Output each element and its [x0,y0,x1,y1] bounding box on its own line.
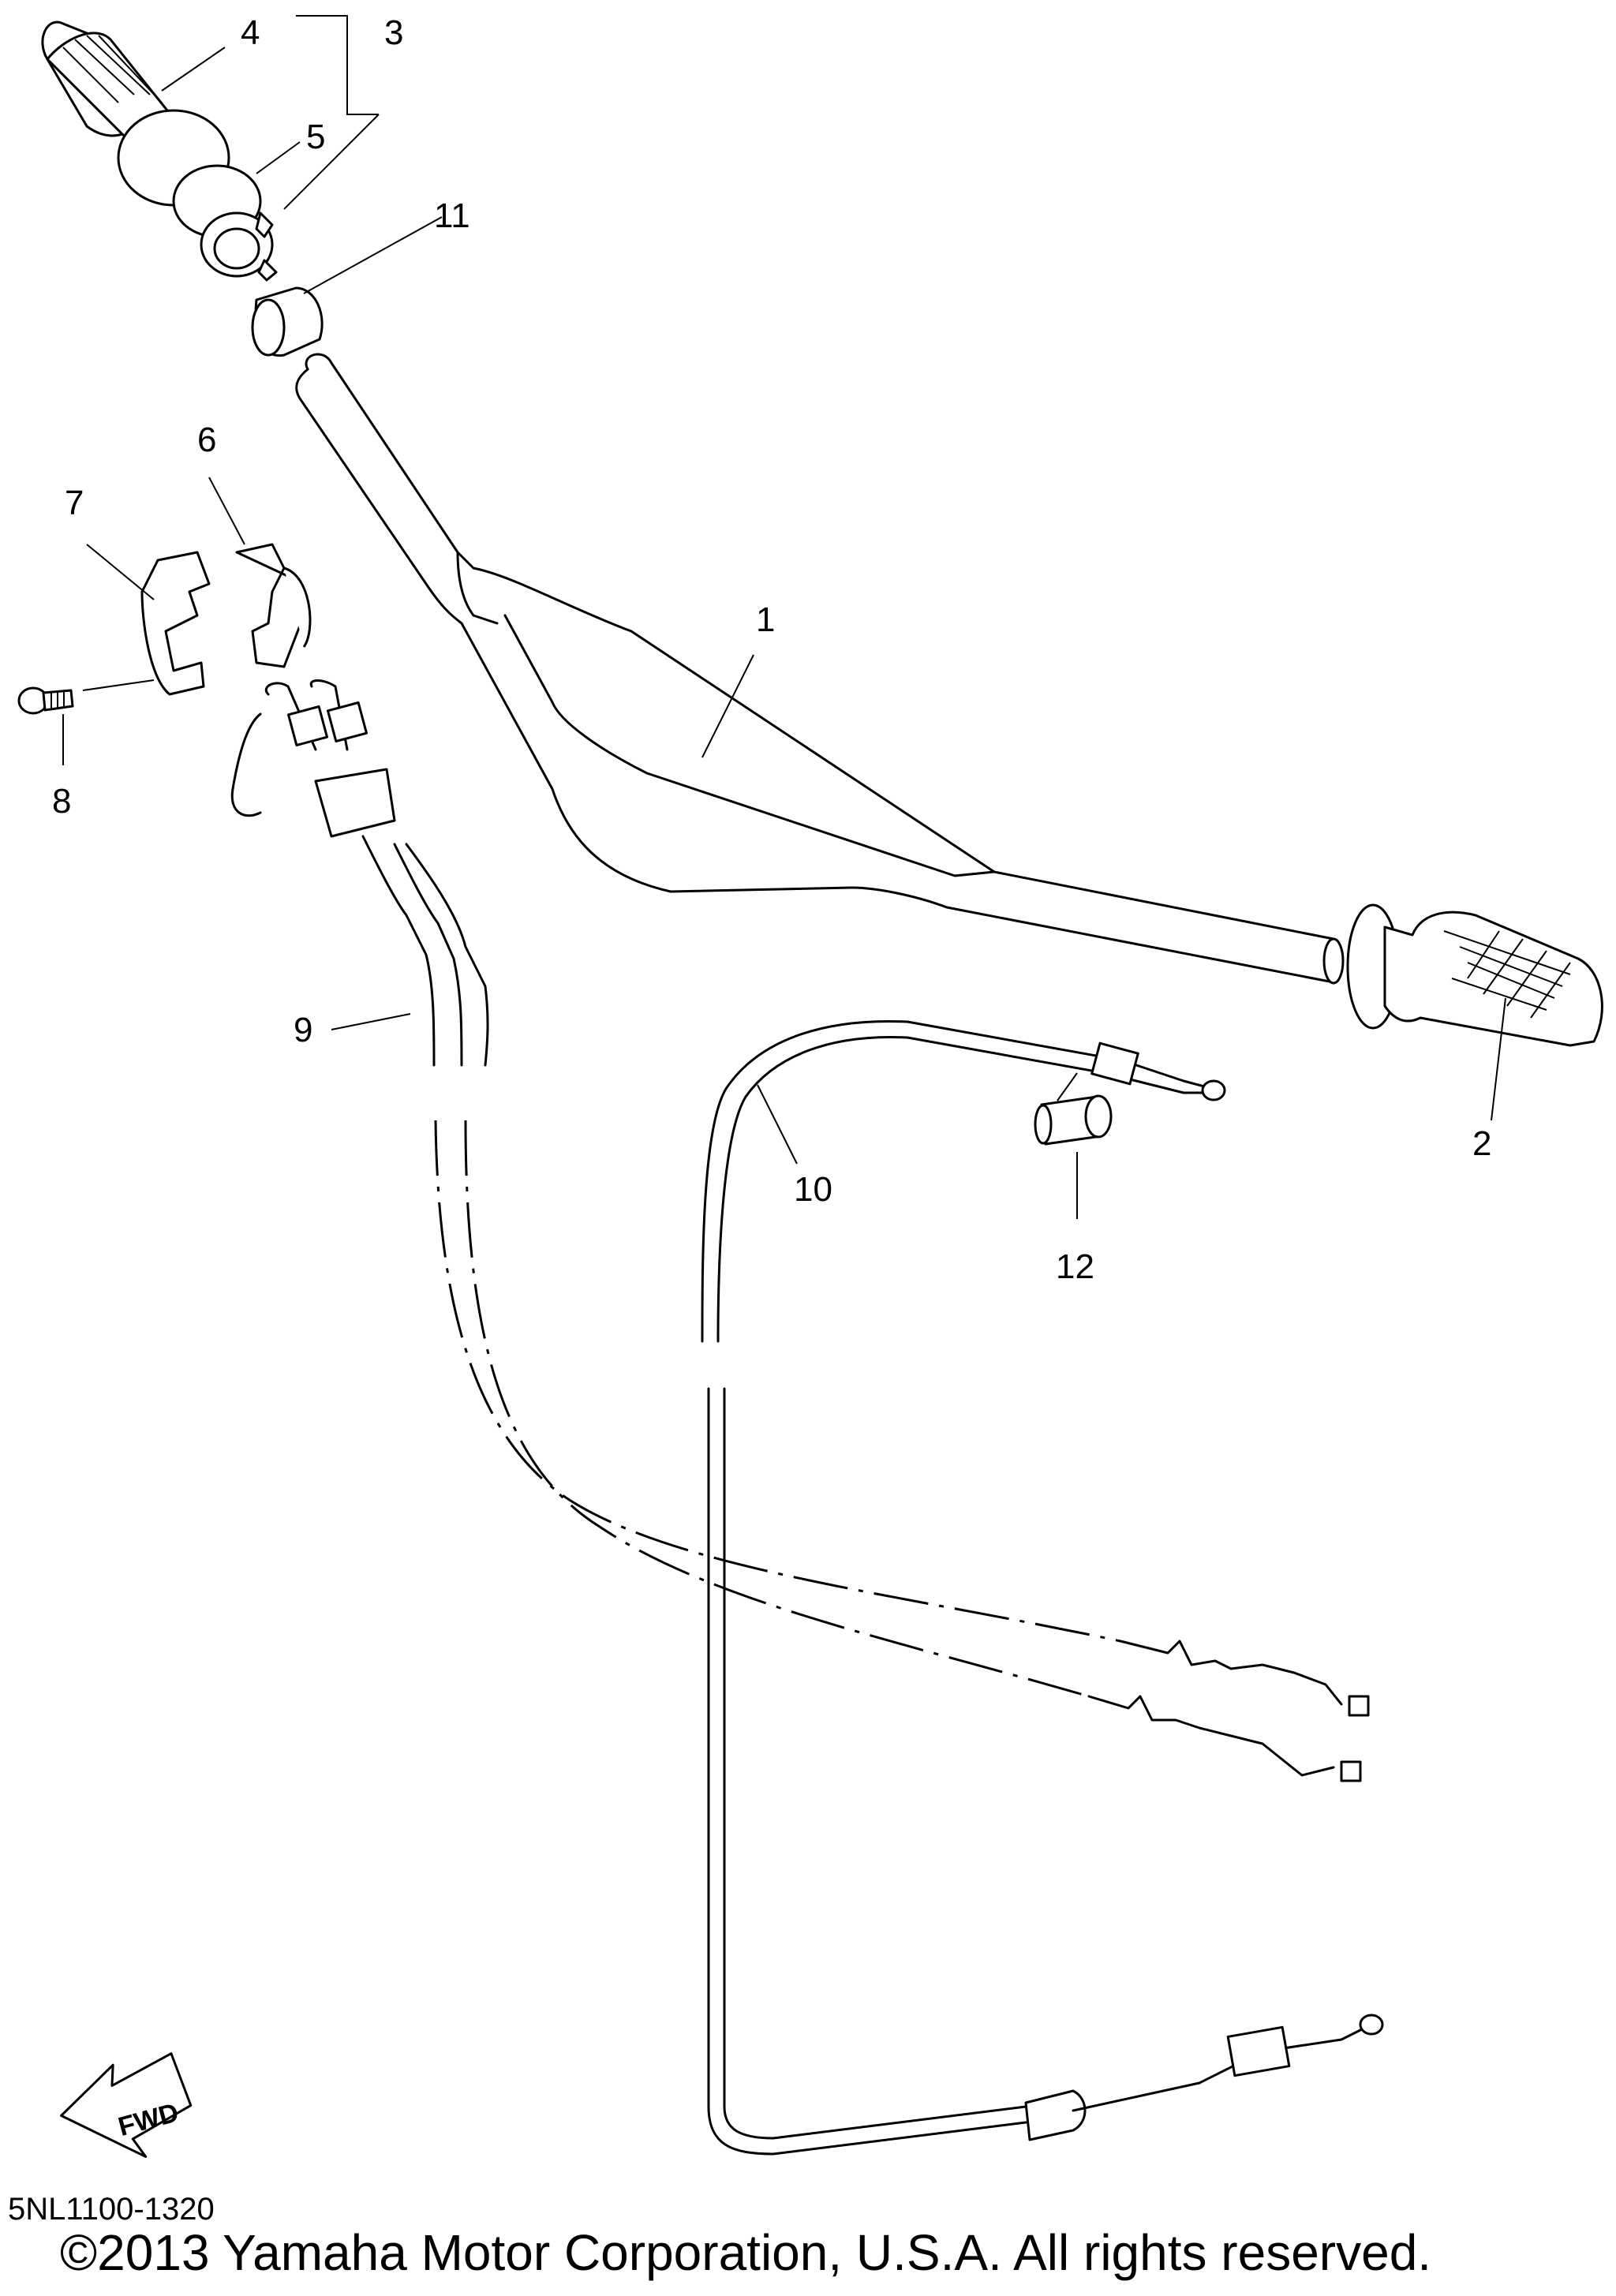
copyright-notice: ©2013 Yamaha Motor Corporation, U.S.A. A… [60,2224,1432,2281]
callout-4: 4 [241,13,260,52]
leader-lines [62,15,1506,1219]
callout-10: 10 [794,1170,832,1209]
callout-11: 11 [434,196,470,235]
bolt [17,686,74,715]
callout-2: 2 [1472,1124,1491,1163]
fwd-arrow-icon: FWD [60,2052,193,2158]
handlebar [295,353,1345,985]
callout-labels: 1 2 3 4 5 6 7 8 9 10 11 12 [52,13,1491,1286]
cable-adjuster [1034,1094,1113,1146]
part-code: 5NL1100-1320 [8,2192,215,2227]
clutch-cable [701,1019,1384,2156]
callout-6: 6 [197,421,216,459]
right-grip [1346,903,1603,1047]
callout-1: 1 [756,600,775,639]
callout-9: 9 [294,1011,312,1049]
handlebar-holders [140,543,312,696]
left-grip-assembly [41,21,278,282]
collar [251,286,324,357]
throttle-cable [230,679,1370,1782]
callout-7: 7 [65,484,84,522]
callout-3: 3 [384,13,403,52]
callout-5: 5 [306,118,325,156]
callout-8: 8 [52,782,71,821]
callout-12: 12 [1056,1247,1094,1286]
